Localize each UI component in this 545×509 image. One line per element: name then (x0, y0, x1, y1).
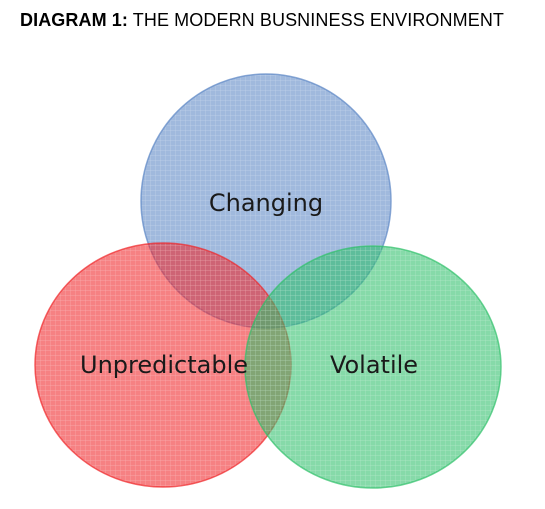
label-unpredictable: Unpredictable (80, 351, 248, 379)
diagram-title-text: THE MODERN BUSNINESS ENVIRONMENT (128, 10, 505, 30)
circle-volatile (244, 245, 502, 489)
diagram-number: DIAGRAM 1: (20, 10, 128, 30)
circle-unpredictable (34, 242, 292, 488)
label-changing: Changing (209, 189, 323, 217)
label-volatile: Volatile (330, 351, 418, 379)
diagram-title: DIAGRAM 1: THE MODERN BUSNINESS ENVIRONM… (20, 10, 504, 31)
